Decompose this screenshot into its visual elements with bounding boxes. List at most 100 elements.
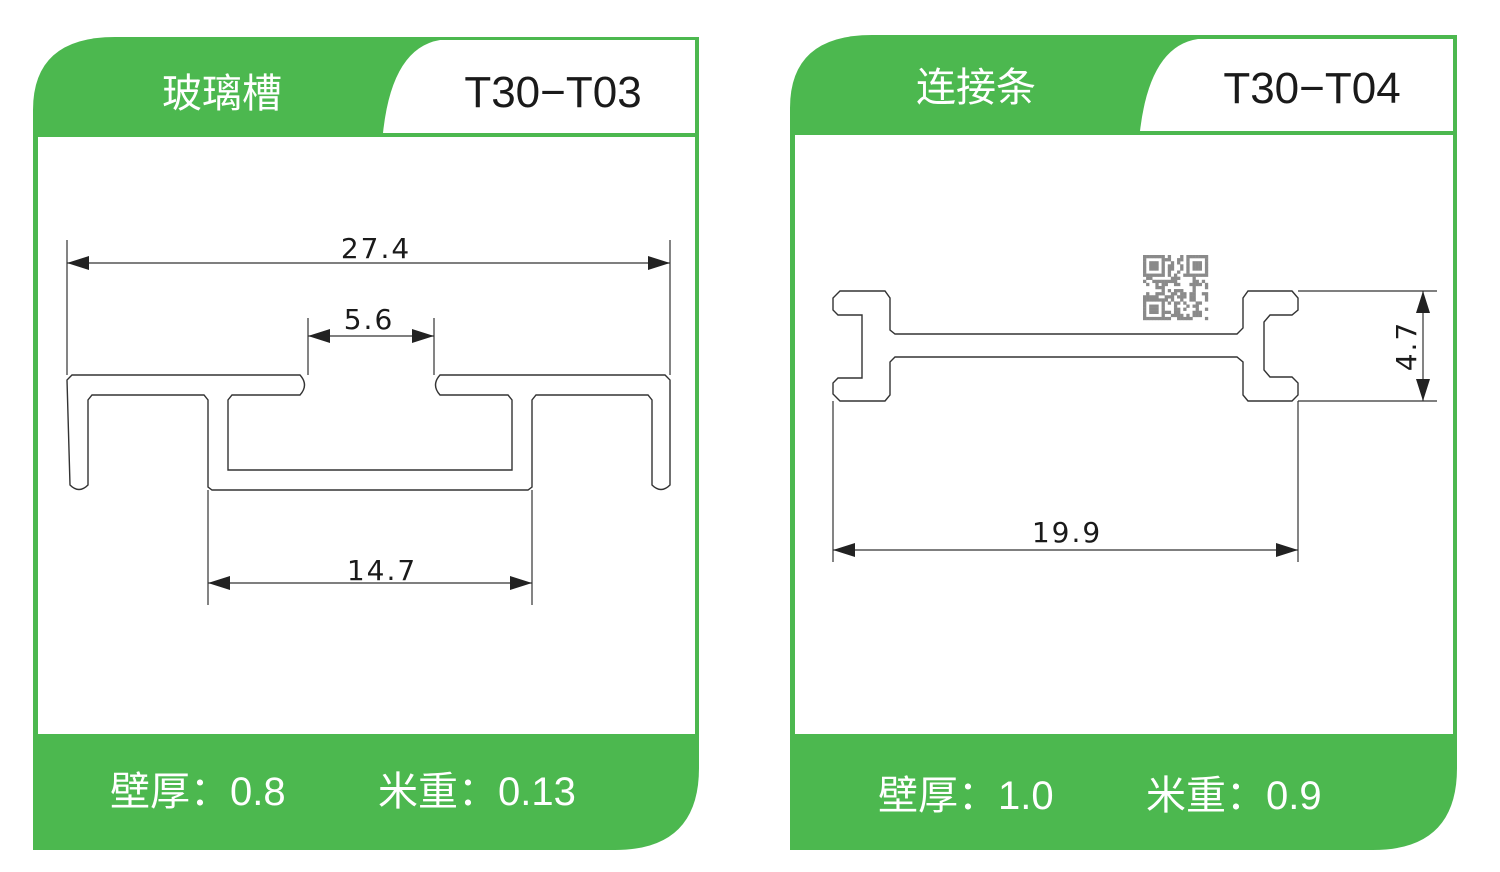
dimension-top-opening: 5.6 — [307, 303, 435, 375]
qr-module — [1152, 267, 1156, 271]
qr-module — [1146, 316, 1150, 321]
qr-module — [1149, 255, 1153, 259]
qr-module — [1152, 279, 1156, 284]
qr-module — [1146, 273, 1150, 277]
qr-module — [1195, 267, 1199, 271]
qr-module — [1186, 264, 1190, 268]
qr-module — [1164, 310, 1168, 315]
qr-module — [1204, 307, 1209, 311]
qr-module — [1161, 307, 1165, 311]
qr-module — [1155, 273, 1159, 277]
qr-module — [1161, 285, 1165, 290]
qr-module — [1198, 267, 1203, 271]
qr-module — [1149, 267, 1153, 271]
qr-module — [1192, 273, 1196, 277]
qr-module — [1195, 264, 1199, 268]
qr-module — [1158, 298, 1162, 302]
qr-module — [1143, 298, 1147, 302]
qr-module — [1204, 285, 1209, 290]
qr-module — [1192, 289, 1196, 293]
qr-module — [1198, 255, 1203, 259]
qr-module — [1204, 267, 1209, 271]
qr-module — [1173, 301, 1178, 305]
qr-module — [1195, 261, 1199, 265]
qr-module — [1170, 313, 1175, 318]
qr-module — [1173, 279, 1178, 284]
qr-module — [1164, 279, 1168, 284]
qr-module — [1177, 307, 1181, 311]
qr-module — [1167, 255, 1172, 259]
qr-module — [1143, 267, 1147, 271]
qr-module — [1177, 301, 1181, 305]
qr-module — [1204, 282, 1209, 287]
qr-module — [1177, 316, 1181, 321]
qr-module — [1198, 313, 1203, 318]
qr-module — [1192, 295, 1196, 299]
qr-module — [1146, 295, 1150, 299]
weight-per-meter: 米重：0.13 — [378, 770, 576, 814]
qr-module — [1204, 298, 1209, 302]
dimension-label: 19.9 — [1032, 516, 1102, 549]
qr-module — [1189, 316, 1193, 321]
qr-module — [1180, 267, 1184, 271]
qr-module — [1143, 316, 1147, 321]
qr-module — [1173, 282, 1178, 287]
qr-module — [1170, 295, 1175, 299]
qr-module — [1152, 261, 1156, 265]
qr-module — [1173, 276, 1178, 280]
qr-module — [1152, 304, 1156, 308]
drawing-area — [795, 135, 1453, 734]
qr-module — [1161, 282, 1165, 287]
qr-module — [1186, 304, 1190, 308]
dimension-label: 4.7 — [1390, 321, 1423, 372]
qr-module — [1204, 255, 1209, 259]
qr-module — [1152, 316, 1156, 321]
qr-module — [1177, 310, 1181, 315]
qr-module — [1161, 273, 1165, 277]
qr-module — [1158, 273, 1162, 277]
qr-module — [1161, 313, 1165, 318]
qr-module — [1167, 258, 1172, 262]
qr-module — [1161, 261, 1165, 265]
qr-module — [1167, 273, 1172, 277]
qr-module — [1180, 258, 1184, 262]
qr-module — [1161, 301, 1165, 305]
qr-module — [1143, 255, 1147, 259]
qr-module — [1186, 273, 1190, 277]
product-name: 玻璃槽 — [162, 71, 282, 117]
qr-module — [1155, 255, 1159, 259]
qr-module — [1164, 298, 1168, 302]
qr-module — [1180, 313, 1184, 318]
qr-module — [1161, 258, 1165, 262]
wall-thickness: 壁厚：0.8 — [110, 770, 286, 814]
qr-module — [1192, 264, 1196, 268]
qr-module — [1204, 258, 1209, 262]
qr-module — [1143, 270, 1147, 274]
qr-module — [1149, 298, 1153, 302]
qr-module — [1192, 276, 1196, 280]
qr-module — [1158, 279, 1162, 284]
product-code: T30−T04 — [1223, 64, 1400, 113]
qr-module — [1143, 295, 1147, 299]
qr-module — [1167, 270, 1172, 274]
qr-module — [1180, 295, 1184, 299]
qr-module — [1155, 292, 1159, 296]
qr-module — [1204, 295, 1209, 299]
qr-module — [1161, 255, 1165, 259]
qr-module — [1161, 316, 1165, 321]
qr-module — [1186, 270, 1190, 274]
qr-module — [1198, 273, 1203, 277]
qr-module — [1173, 313, 1178, 318]
qr-module — [1164, 295, 1168, 299]
qr-module — [1170, 276, 1175, 280]
qr-module — [1183, 295, 1187, 299]
qr-module — [1149, 310, 1153, 315]
qr-module — [1146, 292, 1150, 296]
qr-module — [1143, 273, 1147, 277]
qr-module — [1152, 255, 1156, 259]
qr-module — [1161, 292, 1165, 296]
qr-module — [1149, 295, 1153, 299]
qr-module — [1167, 267, 1172, 271]
qr-module — [1167, 295, 1172, 299]
qr-module — [1173, 289, 1178, 293]
